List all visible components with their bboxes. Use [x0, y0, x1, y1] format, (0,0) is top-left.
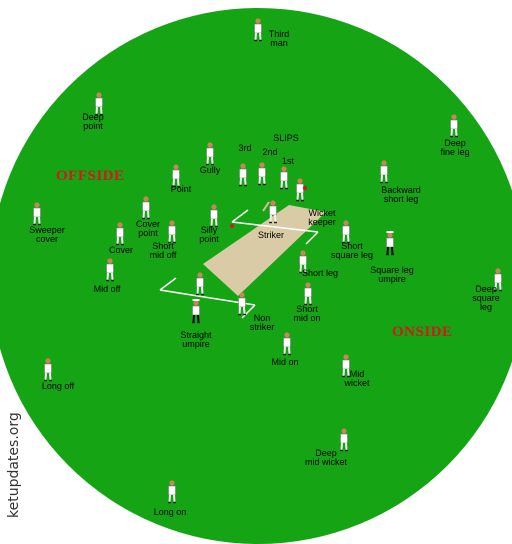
cover-label: Cover [109, 246, 133, 255]
square-leg-umpire-label: Square leg umpire [370, 266, 414, 284]
slips-heading: SLIPS [273, 134, 299, 143]
long-on-label: Long on [154, 508, 187, 517]
striker-label: Striker [258, 231, 284, 240]
long-off-label: Long off [42, 382, 74, 391]
deep-square-leg-label: Deep square leg [472, 285, 500, 312]
third-man-label: Third man [269, 30, 290, 48]
short-square-leg-label: Short square leg [331, 242, 373, 260]
deep-fine-leg-label: Deep fine leg [440, 139, 469, 157]
watermark: ketupdates.org [6, 418, 22, 518]
first-slip-label: 1st [282, 157, 294, 166]
short-leg-label: Short leg [302, 269, 338, 278]
second-slip-label: 2nd [262, 148, 277, 157]
non-striker-label: Non striker [250, 314, 275, 332]
point-label: Point [171, 185, 192, 194]
third-slip-label: 3rd [238, 144, 251, 153]
wicket-keeper-label: Wicket keeper [308, 209, 336, 227]
deep-mid-wicket-label: Deep mid wicket [305, 449, 347, 467]
sweeper-cover-label: Sweeper cover [29, 226, 65, 244]
deep-point-label: Deep point [82, 113, 104, 131]
ball [230, 224, 234, 228]
backward-short-leg-label: Backward short leg [381, 186, 421, 204]
straight-umpire-label: Straight umpire [180, 331, 211, 349]
short-mid-on-label: Short mid on [293, 305, 320, 323]
silly-point-label: Silly point [199, 226, 219, 244]
mid-wicket-label: Mid wicket [344, 370, 369, 388]
cover-point-label: Cover point [136, 220, 160, 238]
offside-label: OFFSIDE [56, 168, 125, 185]
short-mid-off-label: Short mid off [150, 242, 177, 260]
onside-label: ONSIDE [392, 324, 453, 341]
gully-label: Gully [200, 166, 221, 175]
mid-on-label: Mid on [271, 358, 298, 367]
mid-off-label: Mid off [94, 285, 121, 294]
